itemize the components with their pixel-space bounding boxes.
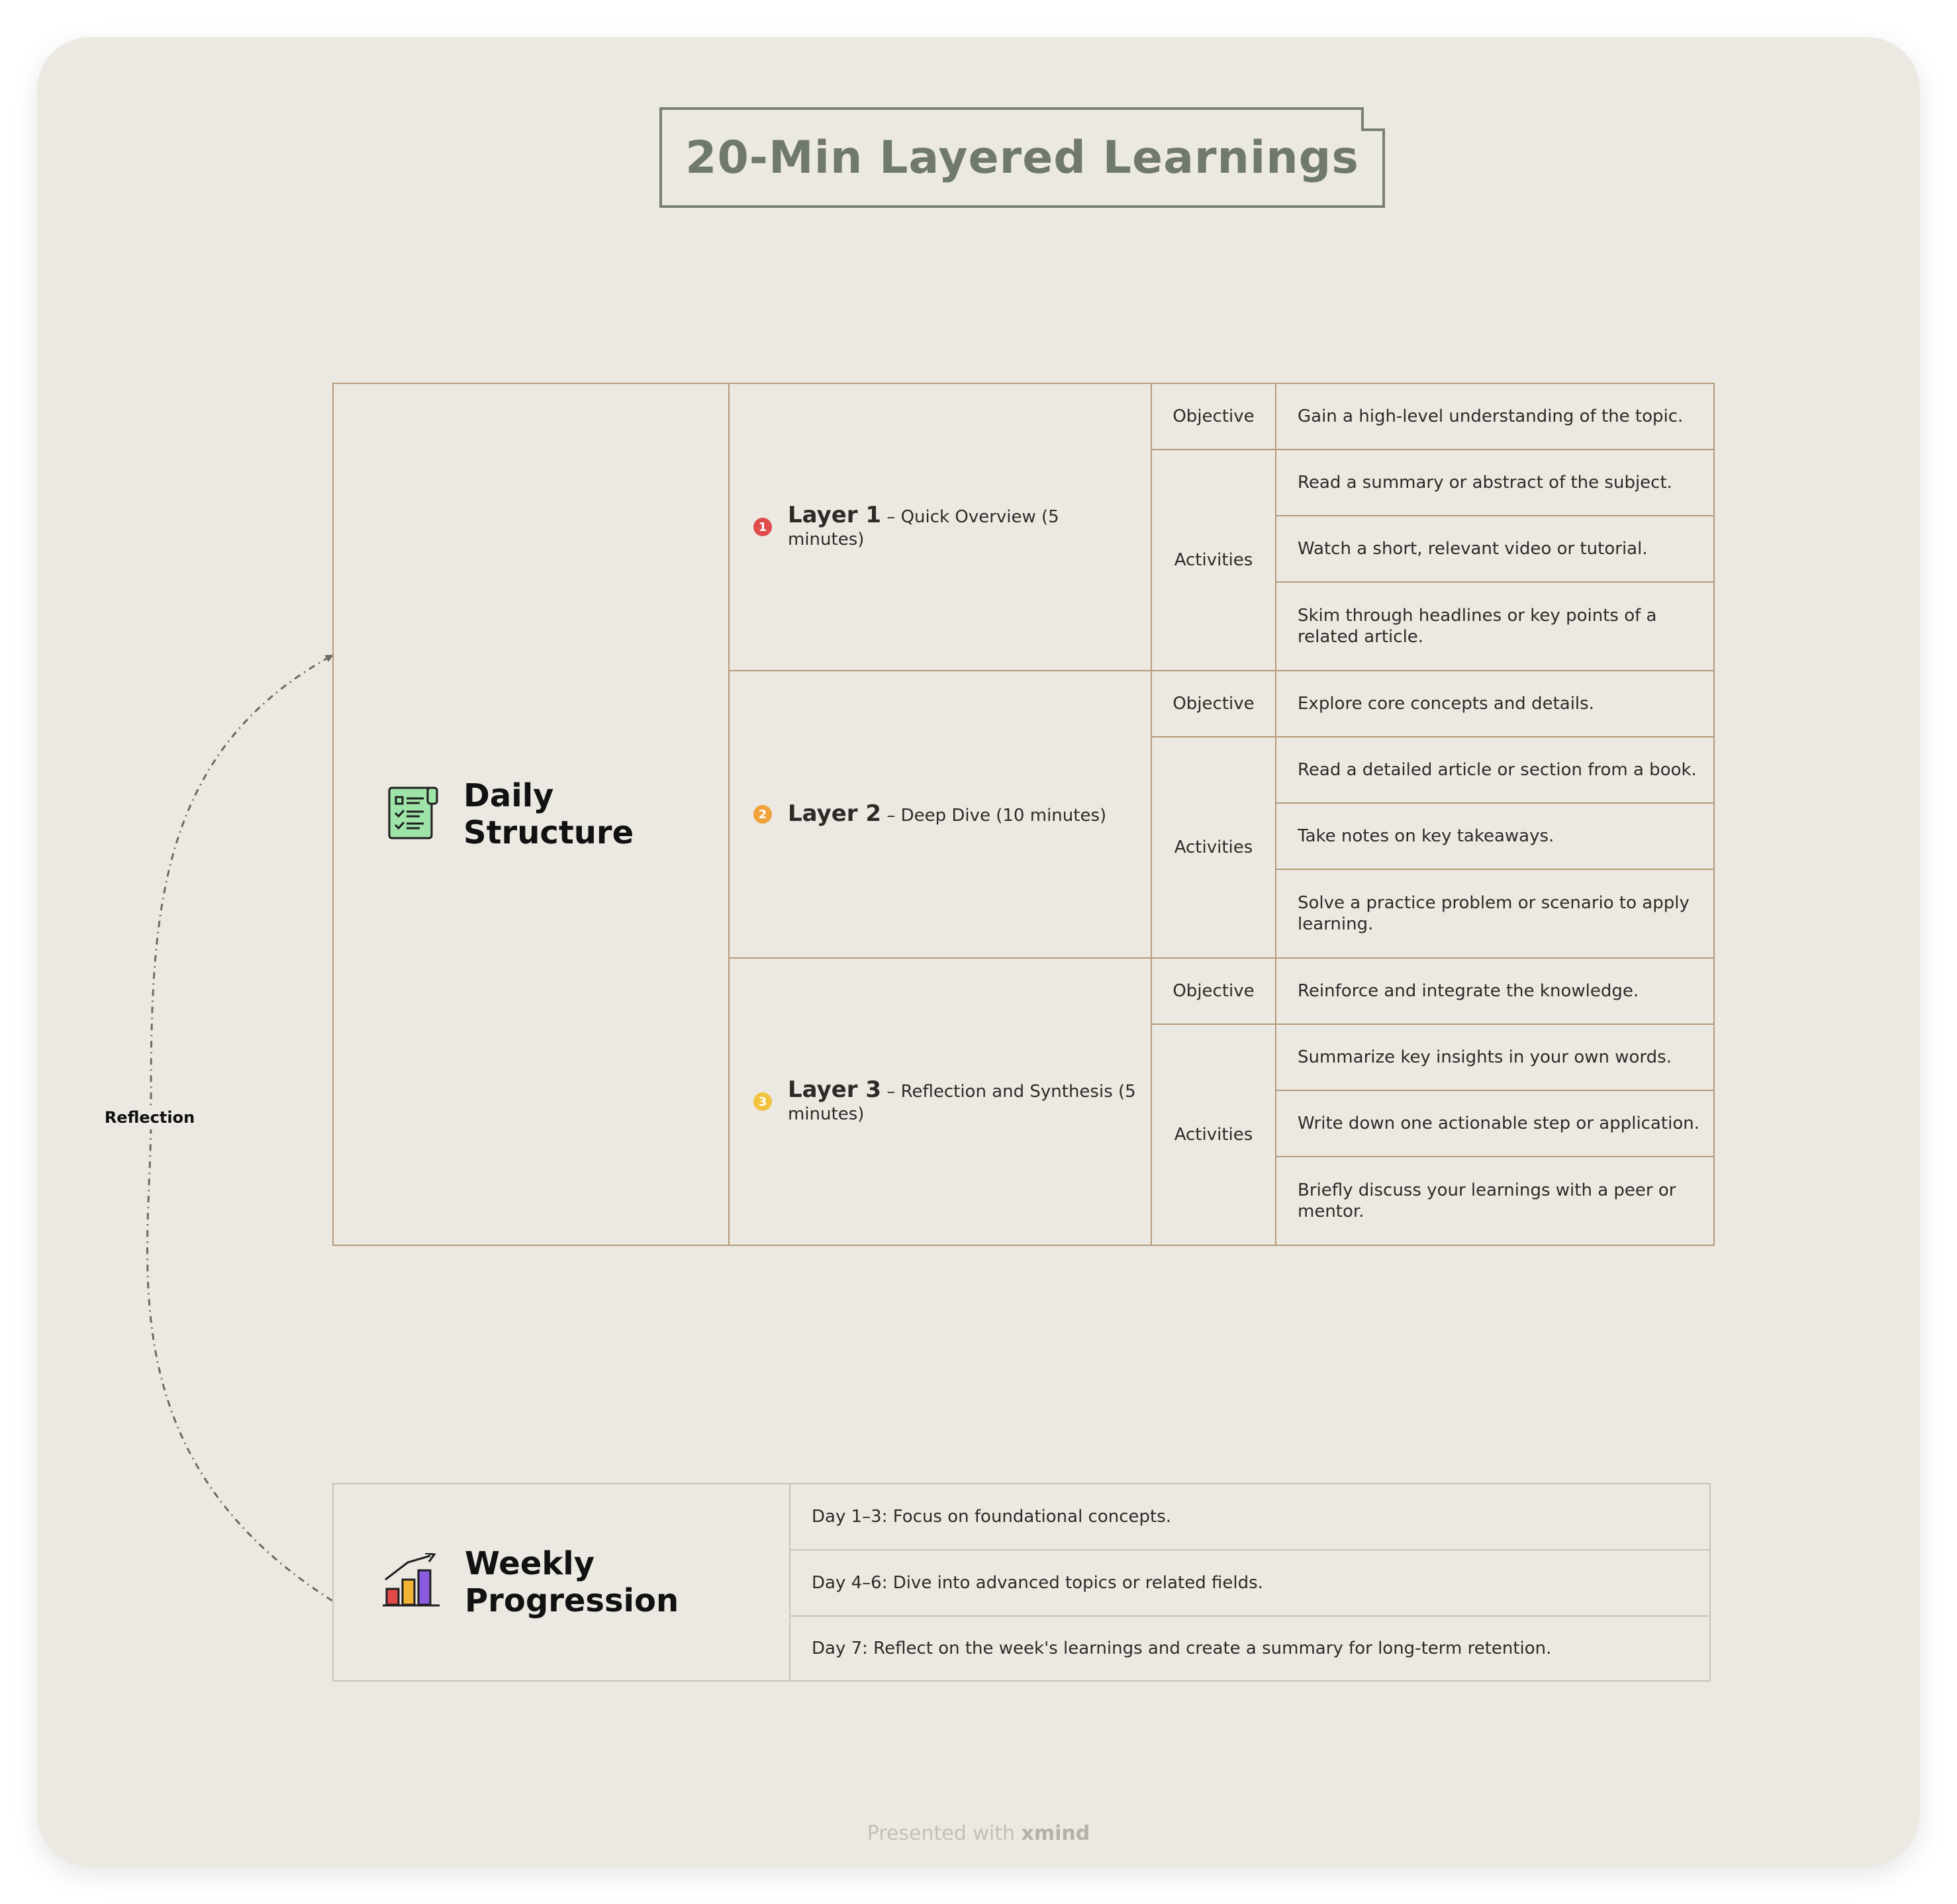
layer-2-topic[interactable]: 2 Layer 2 – Deep Dive (10 minutes) <box>728 670 1152 959</box>
layer-3-topic[interactable]: 3 Layer 3 – Reflection and Synthesis (5 … <box>728 957 1152 1246</box>
layer-1-topic[interactable]: 1 Layer 1 – Quick Overview (5 minutes) <box>728 383 1152 671</box>
folded-corner <box>1361 107 1385 131</box>
layer-2-objective-label[interactable]: Objective <box>1151 670 1276 738</box>
layer-3-objective[interactable]: Reinforce and integrate the knowledge. <box>1275 957 1715 1025</box>
footer-prefix: Presented with <box>867 1822 1015 1845</box>
layer-1-name: Layer 1 <box>788 501 882 528</box>
layer-2-text: Layer 2 – Deep Dive (10 minutes) <box>788 802 1106 827</box>
layer-3-activity-3[interactable]: Briefly discuss your learnings with a pe… <box>1275 1156 1715 1246</box>
layer-3-activity-1[interactable]: Summarize key insights in your own words… <box>1275 1023 1715 1091</box>
layer-3-description: – Reflection and Synthesis (5 minutes) <box>788 1081 1136 1124</box>
relationship-label[interactable]: Reflection <box>90 1106 209 1129</box>
layer-2-activities-label[interactable]: Activities <box>1151 736 1276 959</box>
layer-1-activity-2[interactable]: Watch a short, relevant video or tutoria… <box>1275 515 1715 583</box>
checklist-icon <box>387 785 440 843</box>
layer-1-text: Layer 1 – Quick Overview (5 minutes) <box>788 504 1137 551</box>
daily-structure-label: Daily Structure <box>463 777 634 851</box>
central-topic[interactable]: 20-Min Layered Learnings <box>659 107 1385 208</box>
footer-attribution: Presented with xmind <box>0 1822 1957 1845</box>
weekly-item-2[interactable]: Day 4–6: Dive into advanced topics or re… <box>789 1549 1711 1617</box>
central-topic-title: 20-Min Layered Learnings <box>685 131 1359 184</box>
layer-1-objective[interactable]: Gain a high-level understanding of the t… <box>1275 383 1715 450</box>
canvas <box>37 37 1920 1867</box>
layer-3-text: Layer 3 – Reflection and Synthesis (5 mi… <box>788 1078 1137 1125</box>
xmind-logo-text: xmind <box>1021 1822 1090 1845</box>
weekly-progression-topic[interactable]: Weekly Progression <box>332 1483 790 1682</box>
layer-3-number-badge: 3 <box>753 1092 772 1111</box>
layer-3-activity-2[interactable]: Write down one actionable step or applic… <box>1275 1090 1715 1157</box>
weekly-item-1[interactable]: Day 1–3: Focus on foundational concepts. <box>789 1483 1711 1550</box>
layer-2-activity-1[interactable]: Read a detailed article or section from … <box>1275 736 1715 804</box>
weekly-progression-label: Weekly Progression <box>465 1545 679 1619</box>
layer-3-name: Layer 3 <box>788 1076 882 1103</box>
layer-3-activities-label[interactable]: Activities <box>1151 1023 1276 1246</box>
layer-3-objective-label[interactable]: Objective <box>1151 957 1276 1025</box>
layer-2-activity-2[interactable]: Take notes on key takeaways. <box>1275 802 1715 870</box>
layer-2-number-badge: 2 <box>753 805 772 824</box>
layer-1-activities-label[interactable]: Activities <box>1151 449 1276 671</box>
layer-2-activity-3[interactable]: Solve a practice problem or scenario to … <box>1275 869 1715 959</box>
weekly-item-3[interactable]: Day 7: Reflect on the week's learnings a… <box>789 1615 1711 1682</box>
layer-2-description: – Deep Dive (10 minutes) <box>886 805 1107 826</box>
bar-chart-growth-icon <box>381 1552 441 1611</box>
layer-2-objective[interactable]: Explore core concepts and details. <box>1275 670 1715 738</box>
layer-1-objective-label[interactable]: Objective <box>1151 383 1276 450</box>
layer-1-number-badge: 1 <box>753 518 772 536</box>
daily-structure-topic[interactable]: Daily Structure <box>332 383 730 1246</box>
layer-1-activity-1[interactable]: Read a summary or abstract of the subjec… <box>1275 449 1715 516</box>
layer-2-name: Layer 2 <box>788 800 882 827</box>
layer-1-description: – Quick Overview (5 minutes) <box>788 506 1059 549</box>
layer-1-activity-3[interactable]: Skim through headlines or key points of … <box>1275 581 1715 671</box>
